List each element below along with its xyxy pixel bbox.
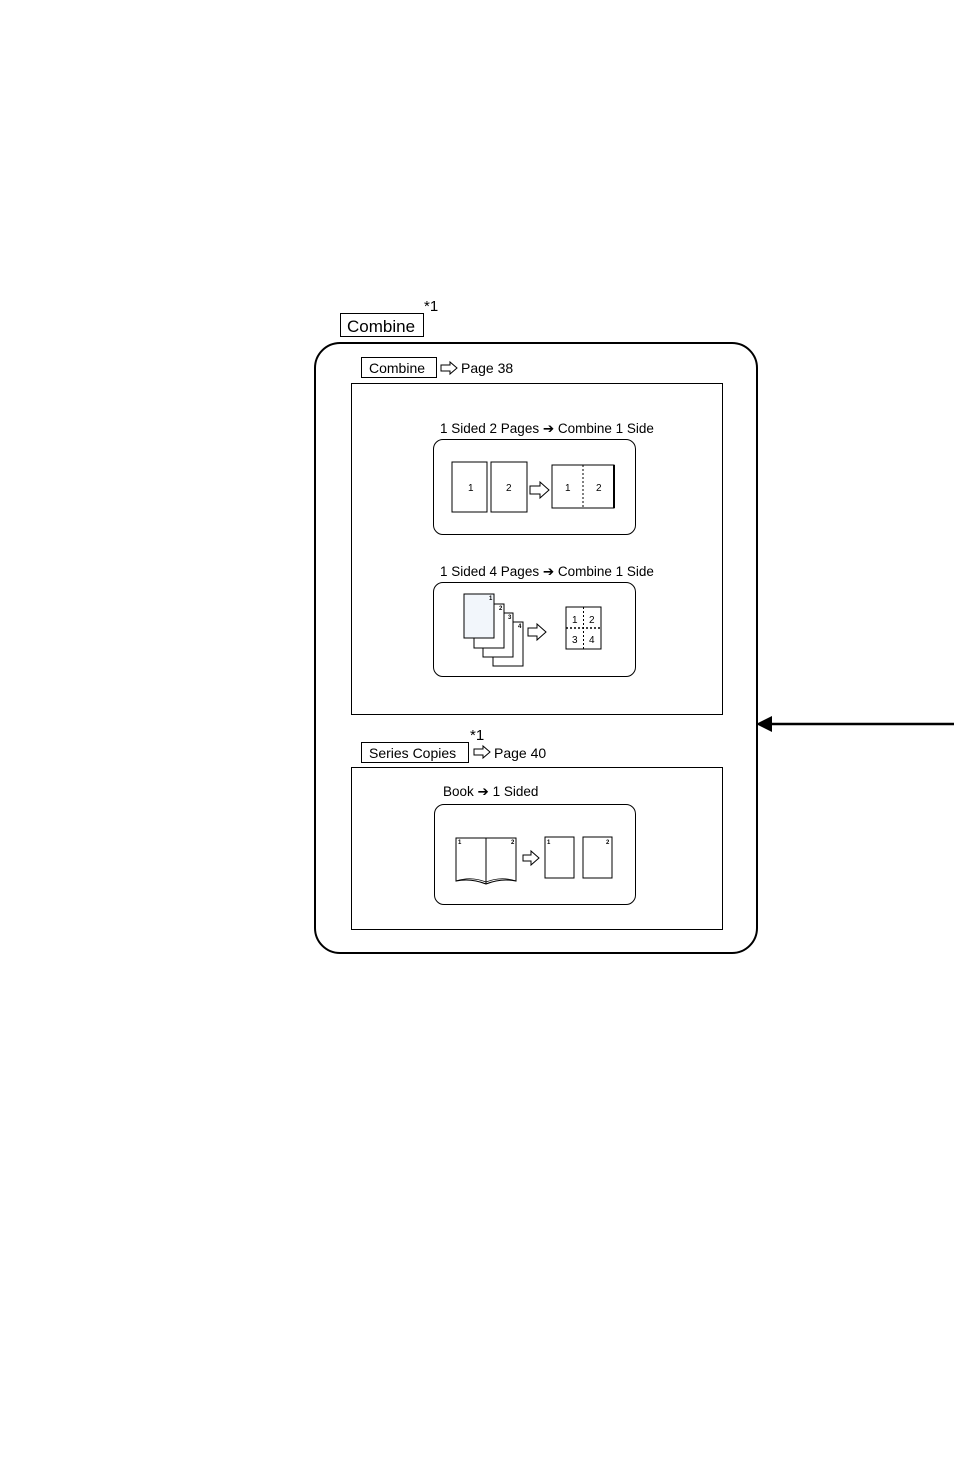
page-ref-arrow-icon (440, 361, 458, 375)
grid-page-2: 2 (589, 615, 595, 626)
page-number-2: 2 (506, 483, 512, 494)
series-page-ref: Page 40 (494, 746, 546, 760)
combine-2-pages-label: 1 Sided 2 Pages ➔ Combine 1 Side (440, 422, 654, 436)
combine-page-ref: Page 38 (461, 361, 513, 375)
combine-key: Combine (361, 357, 437, 378)
page-ref-number: 38 (498, 360, 514, 376)
book-to-1-sided-label: Book ➔ 1 Sided (443, 785, 538, 799)
grid-page-4: 4 (589, 635, 595, 646)
grid-page-3: 3 (572, 635, 578, 646)
hollow-arrow-icon (528, 624, 546, 640)
combine-key-top: Combine (340, 313, 424, 337)
book-to-1-sided-diagram: 1 2 1 2 (434, 804, 636, 905)
page-ref-number: 40 (531, 745, 547, 761)
hollow-arrow-icon (530, 482, 549, 498)
pointer-arrow-icon (756, 714, 954, 734)
hollow-arrow-icon (523, 851, 539, 865)
combine-2-pages-diagram: 1 2 1 2 (433, 439, 636, 535)
page-ref-prefix: Page (461, 360, 494, 376)
combine-4-pages-label: 1 Sided 4 Pages ➔ Combine 1 Side (440, 565, 654, 579)
grid-page-1: 1 (572, 615, 578, 626)
page-ref-arrow-icon (473, 745, 491, 759)
result-page-1: 1 (565, 483, 571, 494)
series-copies-key: Series Copies (361, 742, 469, 763)
footnote-marker-series: *1 (470, 728, 484, 743)
page-ref-prefix: Page (494, 745, 527, 761)
page-number-1: 1 (468, 483, 474, 494)
footnote-marker-top: *1 (424, 299, 438, 314)
combine-4-pages-diagram: 4 3 2 1 1 2 3 4 (433, 582, 636, 677)
result-page-2: 2 (596, 483, 602, 494)
